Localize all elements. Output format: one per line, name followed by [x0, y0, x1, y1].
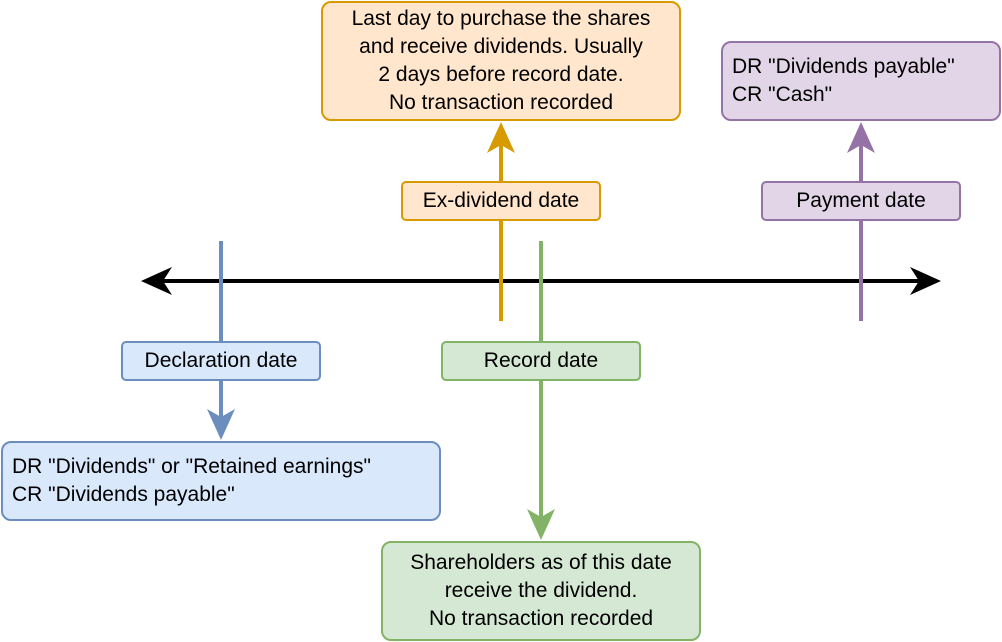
- note-line: CR "Dividends payable": [12, 483, 235, 506]
- ex-dividend-arrow: [487, 122, 515, 321]
- ex-dividend-date-label: Ex-dividend date: [401, 181, 601, 221]
- label-text: Declaration date: [144, 349, 298, 372]
- ex-dividend-note: Last day to purchase the shares and rece…: [321, 1, 681, 121]
- note-line: Last day to purchase the shares: [351, 7, 651, 30]
- note-line: receive the dividend.: [444, 579, 638, 602]
- note-line: and receive dividends. Usually: [359, 35, 643, 58]
- note-line: DR "Dividends payable": [732, 55, 955, 78]
- note-line: DR "Dividends" or "Retained earnings": [12, 455, 371, 478]
- record-arrow: [527, 241, 555, 540]
- label-text: Ex-dividend date: [422, 189, 580, 212]
- declaration-note: DR "Dividends" or "Retained earnings" CR…: [1, 441, 441, 521]
- payment-date-label: Payment date: [761, 181, 961, 221]
- payment-note: DR "Dividends payable" CR "Cash": [721, 41, 1001, 121]
- note-line: CR "Cash": [732, 83, 833, 106]
- declaration-arrow: [207, 241, 235, 440]
- record-note: Shareholders as of this date receive the…: [381, 541, 701, 641]
- note-line: No transaction recorded: [428, 607, 654, 630]
- declaration-date-label: Declaration date: [121, 341, 321, 381]
- record-date-label: Record date: [441, 341, 641, 381]
- label-text: Record date: [483, 349, 599, 372]
- label-text: Payment date: [796, 189, 926, 212]
- payment-arrow: [847, 122, 875, 321]
- note-line: No transaction recorded: [388, 91, 614, 114]
- note-line: Shareholders as of this date: [410, 551, 672, 574]
- note-line: 2 days before record date.: [378, 63, 624, 86]
